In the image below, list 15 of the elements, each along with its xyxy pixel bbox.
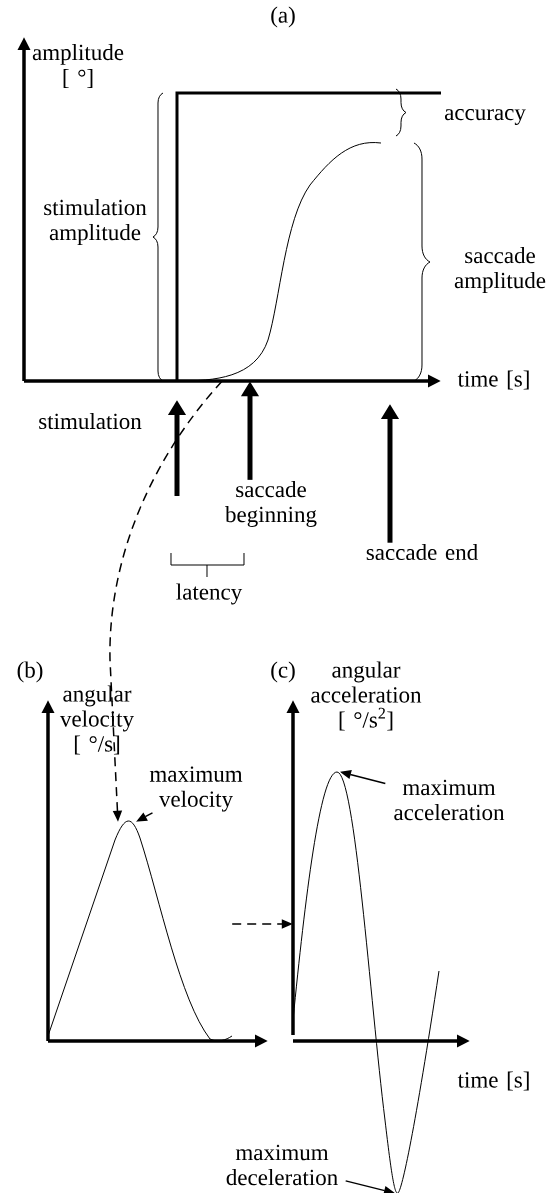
callout-text: saccade end (366, 543, 478, 561)
callout-text: maximum velocity (149, 766, 243, 812)
panel-label: (c) (271, 661, 295, 683)
panel-label: (b) (17, 661, 43, 683)
brace-label: stimulation amplitude (44, 199, 147, 245)
brace-label: saccade amplitude (454, 247, 546, 293)
panel-label: (a) (271, 6, 295, 28)
axis-label: time [s] (457, 370, 529, 390)
latency-label: latency (176, 583, 243, 605)
velocity-curve (47, 820, 233, 1042)
callout-text: maximum deceleration (226, 1144, 338, 1186)
callout-text: maximum acceleration (394, 779, 505, 821)
brace-label: accuracy (444, 109, 526, 125)
event-label: stimulation (39, 412, 142, 430)
callout-text: saccade beginning (225, 481, 317, 527)
